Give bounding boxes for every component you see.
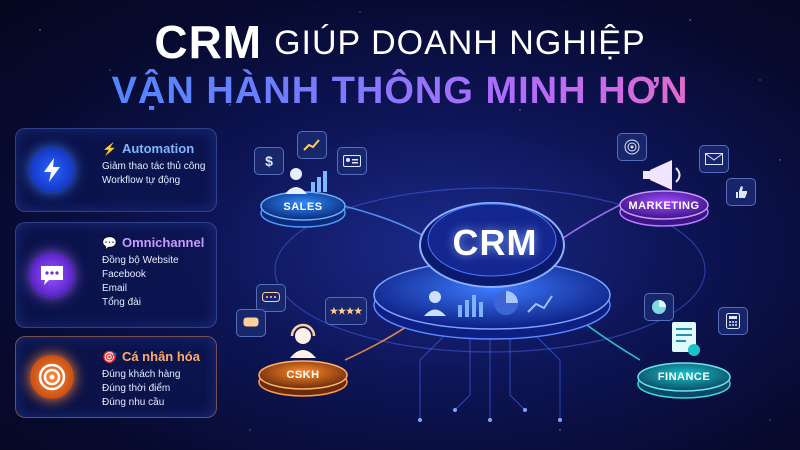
growth-chart-icon — [297, 131, 327, 159]
feature-item: Giảm thao tác thủ công — [102, 161, 206, 172]
id-card-icon — [337, 147, 367, 175]
crm-platform-base — [373, 270, 611, 340]
feature-item: Facebook — [102, 269, 146, 280]
feature-title: Omnichannel — [121, 235, 205, 250]
feature-item: Đúng khách hàng — [102, 369, 181, 380]
feature-card-automation: ⚡ Automation Giảm thao tác thủ công Work… — [15, 128, 217, 212]
target-icon — [30, 355, 74, 399]
calculator-icon — [718, 307, 748, 335]
link-sales — [339, 204, 431, 241]
crm-hub-label: CRM — [452, 222, 538, 263]
chat-dots-icon — [256, 284, 286, 312]
feature-item: Đồng bộ Website — [102, 255, 179, 266]
link-finance — [554, 299, 641, 361]
megaphone-icon — [643, 160, 681, 190]
sales-user-chart-icon — [285, 168, 327, 194]
hub-user-icon — [424, 291, 446, 316]
feature-title: Automation — [121, 141, 195, 156]
lightning-icon — [30, 148, 74, 192]
hub-pie-chart-icon — [494, 291, 518, 315]
module-label-finance: FINANCE — [657, 371, 711, 383]
feature-item: Workflow tự động — [102, 175, 181, 186]
module-label-cskh: CSKH — [286, 369, 320, 381]
rating-stars-icon: ★★★★ — [325, 297, 367, 325]
target-small-icon — [617, 133, 647, 161]
headline: CRM GIÚP DOANH NGHIỆP VẬN HÀNH THÔNG MINH… — [0, 19, 800, 113]
hub-bar-chart-icon — [458, 295, 483, 317]
message-icon — [236, 309, 266, 337]
link-marketing — [559, 204, 621, 241]
lightning-small-icon: ⚡ — [102, 141, 117, 156]
feature-title: Cá nhân hóa — [121, 349, 200, 364]
target-small-emoji-icon: 🎯 — [102, 349, 117, 364]
module-label-sales: SALES — [283, 201, 323, 213]
module-label-marketing: MARKETING — [628, 200, 700, 212]
invoice-icon — [672, 322, 700, 356]
speech-small-icon: 💬 — [102, 235, 117, 250]
mail-icon — [699, 145, 729, 173]
feature-item: Tổng đài — [102, 297, 141, 308]
chat-bubble-icon — [30, 253, 74, 297]
feature-card-personalization: 🎯 Cá nhân hóa Đúng khách hàng Đúng thời … — [15, 336, 217, 418]
feature-card-omnichannel: 💬 Omnichannel Đồng bộ Website Facebook E… — [15, 222, 217, 328]
headset-agent-icon — [290, 323, 316, 358]
headline-line-2: VẬN HÀNH THÔNG MINH HƠN — [0, 69, 800, 113]
hub-line-chart-icon — [527, 295, 553, 313]
feature-item: Đúng thời điểm — [102, 383, 171, 394]
headline-line-1-rest: GIÚP DOANH NGHIỆP — [274, 24, 646, 62]
dollar-icon: $ — [254, 147, 284, 175]
feature-item: Đúng nhu cầu — [102, 397, 165, 408]
thumbs-up-icon — [726, 178, 756, 206]
pie-chart-small-icon — [644, 293, 674, 321]
feature-item: Email — [102, 283, 128, 294]
headline-line-1: CRM GIÚP DOANH NGHIỆP — [0, 19, 800, 65]
headline-crm: CRM — [154, 16, 263, 68]
